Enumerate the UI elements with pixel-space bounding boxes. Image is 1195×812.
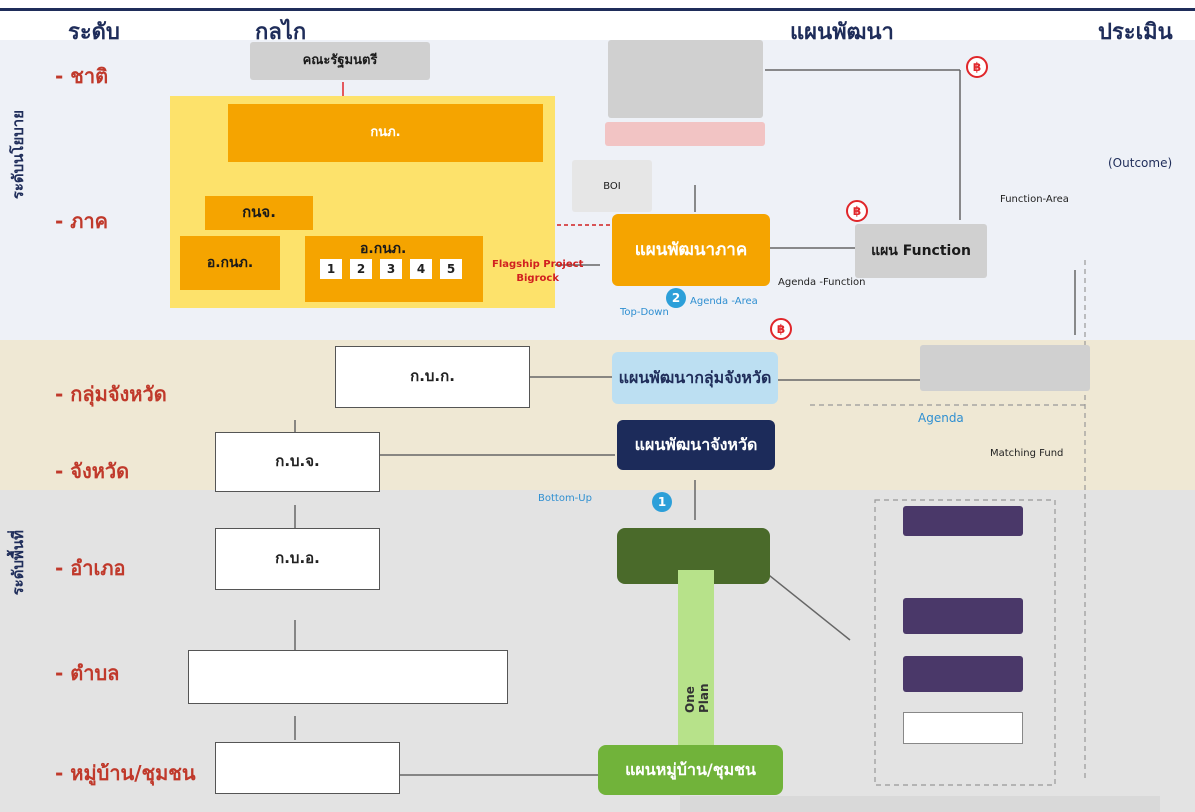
top-down-note: Top-Down: [620, 307, 669, 318]
level-province-group: - กลุ่มจังหวัด: [55, 382, 167, 406]
aognp-academic-box: อ.กนภ.: [180, 236, 280, 290]
group-number-2: 2: [350, 259, 372, 279]
flagship-note: Flagship Project Bigrock: [492, 258, 583, 285]
region-plan-box: แผนพัฒนาภาค: [612, 214, 770, 286]
one-plan-arrow: [678, 570, 714, 745]
local-plan-box-3: [903, 656, 1023, 692]
village-plan-box: แผนหมู่บ้าน/ชุมชน: [598, 745, 783, 795]
gbo-title: ก.บ.อ.: [275, 549, 320, 568]
gnp-box: กนภ.: [228, 104, 543, 162]
top-rule: [0, 8, 1195, 11]
province-group-plan-box: แผนพัฒนากลุ่มจังหวัด: [612, 352, 778, 404]
level-province: - จังหวัด: [55, 459, 130, 483]
agenda-function-note: Agenda -Function: [778, 277, 866, 288]
gbj-title: ก.บ.จ.: [275, 452, 320, 471]
budget-icon-function: ฿: [846, 200, 868, 222]
top-down-step-2-badge: 2: [666, 288, 686, 308]
matching-fund-note: Matching Fund: [990, 448, 1064, 459]
group-number-3: 3: [380, 259, 402, 279]
boi-label: BOI: [603, 180, 621, 192]
budget-icon-province-group: ฿: [770, 318, 792, 340]
local-plan-box-1: [903, 506, 1023, 536]
local-plan-box-2: [903, 598, 1023, 634]
province-plan-box: แผนพัฒนาจังหวัด: [617, 420, 775, 470]
function-area-note: Function-Area: [1000, 194, 1069, 205]
source-footer: [680, 796, 1160, 812]
village-committee-box: [215, 742, 400, 794]
regional-function-box: [920, 345, 1090, 391]
gbo-box: ก.บ.อ.: [215, 528, 380, 590]
national-strategy-box: [608, 40, 763, 118]
header-plan: แผนพัฒนา: [790, 20, 894, 45]
gbj-box: ก.บ.จ.: [215, 432, 380, 492]
function-plan-box: แผน Function: [855, 224, 987, 278]
group-number-1: 1: [320, 259, 342, 279]
level-subdistrict: - ตำบล: [55, 661, 120, 685]
agenda-area-note: Agenda -Area: [690, 296, 758, 307]
regional-framework-box: [605, 122, 765, 146]
aognp-academic-title: อ.กนภ.: [206, 254, 254, 271]
header-evaluation: ประเมิน: [1098, 20, 1173, 45]
self-implementation-box: [903, 712, 1023, 744]
stakeholder-callout: BOI: [572, 160, 652, 212]
agenda-note: Agenda: [918, 411, 964, 425]
outcome-note: (Outcome): [1108, 156, 1173, 170]
gnp-title: กนภ.: [370, 124, 401, 140]
group-number-5: 5: [440, 259, 462, 279]
bottom-up-step-1-badge: 1: [652, 492, 672, 512]
budget-unit-icon: ฿: [966, 56, 988, 78]
bottom-up-note: Bottom-Up: [538, 493, 592, 504]
header-level: ระดับ: [68, 20, 120, 45]
level-village: - หมู่บ้าน/ชุมชน: [55, 761, 196, 785]
level-region: - ภาค: [55, 209, 109, 233]
header-mechanism: กลไก: [255, 20, 307, 45]
aognp-region-title: อ.กนภ.: [360, 241, 407, 257]
subdistrict-committee-box: [188, 650, 508, 704]
level-nation: - ชาติ: [55, 64, 109, 88]
gnch-box: กนจ.: [205, 196, 313, 230]
bigrock-label: Bigrock: [516, 272, 559, 284]
cabinet-box: คณะรัฐมนตรี: [250, 42, 430, 80]
gbk-title: ก.บ.ก.: [410, 367, 455, 386]
one-plan-label: One Plan: [683, 683, 711, 713]
flagship-label: Flagship Project: [492, 259, 584, 270]
group-number-4: 4: [410, 259, 432, 279]
gbk-box: ก.บ.ก.: [335, 346, 530, 408]
level-district: - อำเภอ: [55, 556, 126, 580]
